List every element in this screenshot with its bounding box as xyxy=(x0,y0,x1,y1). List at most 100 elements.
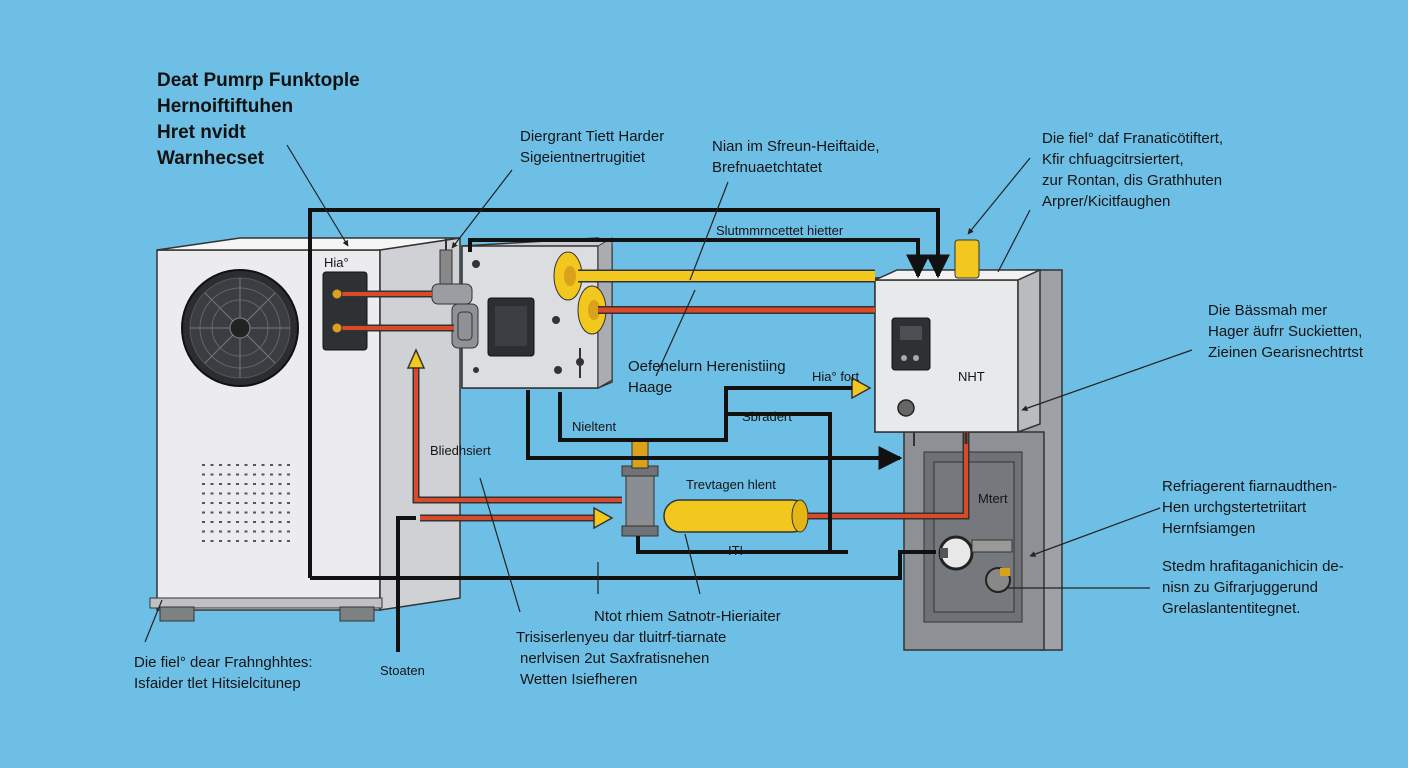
flow-direction-markers xyxy=(406,348,872,530)
label-line: Haage xyxy=(628,379,673,396)
label-top-mid-right: Nian im Sfreun-Heiftaide, Brefnuaetchtat… xyxy=(712,136,880,178)
vent-slot xyxy=(261,473,265,476)
label-line: Refriagerent fiarnaudthen- xyxy=(1162,478,1338,495)
label-indoor-tag: NHT xyxy=(958,369,985,384)
vent-slot xyxy=(253,530,256,533)
vent-slot xyxy=(202,511,205,514)
vent-slot xyxy=(236,511,239,514)
vent-slot xyxy=(261,540,265,542)
vent-slot xyxy=(244,483,248,485)
vent-slot xyxy=(202,502,205,504)
circulation-pump xyxy=(938,535,1013,593)
vent-slot xyxy=(244,521,248,523)
vent-slot xyxy=(261,530,265,533)
vent-slot xyxy=(278,521,282,523)
vent-slot xyxy=(244,540,248,542)
valve-connector xyxy=(439,238,968,446)
vent-slot xyxy=(270,521,273,523)
vent-slot xyxy=(236,540,239,542)
vent-slot xyxy=(270,473,273,476)
vent-slot xyxy=(278,530,282,533)
label-line: Oefenelurn Herenistiing xyxy=(628,358,786,375)
label-line: Trisiserlenyeu dar tluitrf-tiarnate xyxy=(516,629,727,646)
vent-slot xyxy=(210,521,214,523)
vent-slot xyxy=(219,530,222,533)
vent-slot xyxy=(253,492,256,495)
vent-slot xyxy=(287,540,290,542)
vent-slot xyxy=(202,492,205,495)
label-line: Hager äufrr Suckietten, xyxy=(1208,323,1363,340)
compressor-coils xyxy=(553,251,607,335)
vent-slot xyxy=(236,464,239,466)
vent-slot xyxy=(287,492,290,495)
vent-slot xyxy=(210,492,214,495)
vent-slot xyxy=(227,483,231,485)
vent-slot xyxy=(253,464,256,466)
label-bottom-center: Ntot rhiem Satnotr-Hieriaiter Trisiserle… xyxy=(516,606,781,690)
label-line: Isfaider tlet Hitsielcitunep xyxy=(134,675,301,692)
vent-slot xyxy=(210,540,214,542)
vent-slot xyxy=(202,473,205,476)
vent-slot xyxy=(202,521,205,523)
vent-slot xyxy=(278,464,282,466)
vent-slot xyxy=(202,483,205,485)
vent-slot xyxy=(219,502,222,504)
vent-slot xyxy=(227,492,231,495)
vent-slot xyxy=(202,530,205,533)
vent-slot xyxy=(219,511,222,514)
vent-slot xyxy=(270,511,273,514)
diagram-title: Deat Pumrp Funktople Hernoiftiftuhen Hre… xyxy=(157,68,360,172)
filter-dryer xyxy=(621,439,659,537)
vent-slot xyxy=(244,492,248,495)
label-line: Hen urchgstertetriitart xyxy=(1162,499,1307,516)
vent-slot xyxy=(236,473,239,476)
label-pipe-top: Slutmmrncettet hietter xyxy=(716,223,844,238)
vent-slot xyxy=(270,540,273,542)
label-oefenelum: Oefenelurn Herenistiing Haage xyxy=(628,356,786,398)
vent-slot xyxy=(210,530,214,533)
vent-slot xyxy=(219,540,222,542)
label-outdoor-tag: Hia° xyxy=(324,255,349,270)
label-line: Wetten Isiefheren xyxy=(520,671,638,688)
vent-slot xyxy=(270,530,273,533)
vent-slot xyxy=(270,502,273,504)
vent-slot xyxy=(202,464,205,466)
label-line: Die fiel° daf Franaticötiftert, xyxy=(1042,130,1224,147)
label-line: nisn zu Gifrarjuggerund xyxy=(1162,579,1318,596)
vent-slot xyxy=(244,511,248,514)
vent-slot xyxy=(278,483,282,485)
vent-slot xyxy=(227,521,231,523)
indoor-unit xyxy=(874,239,1063,651)
vent-slot xyxy=(219,492,222,495)
vent-slot xyxy=(287,530,290,533)
vent-slot xyxy=(210,511,214,514)
label-bottom-left: Die fiel° dear Frahnghhtes: Isfaider tle… xyxy=(134,652,313,694)
vent-slot xyxy=(261,511,265,514)
title-line-2: Hernoiftiftuhen xyxy=(157,96,294,117)
label-line: zur Rontan, dis Grathhuten xyxy=(1042,172,1223,189)
label-stoaten: Stoaten xyxy=(380,663,425,678)
label-right-bottom: Stedm hrafitaganichicin de- nisn zu Gifr… xyxy=(1162,556,1344,619)
vent-slot xyxy=(244,530,248,533)
vent-slot xyxy=(210,464,214,466)
vent-slot xyxy=(227,530,231,533)
vent-slot xyxy=(236,502,239,504)
label-right-lower: Refriagerent fiarnaudthen- Hen urchgster… xyxy=(1162,476,1337,539)
vent-slot xyxy=(227,540,231,542)
vent-slot xyxy=(210,502,214,504)
vent-grille xyxy=(202,464,290,542)
vent-slot xyxy=(261,521,265,523)
label-line: Diergrant Tiett Harder xyxy=(520,128,665,145)
refrigerant-hot-pipes xyxy=(331,288,970,522)
vent-slot xyxy=(253,511,256,514)
label-line: Hernfsiamgen xyxy=(1162,520,1256,537)
vent-slot xyxy=(219,473,222,476)
label-line: Arprer/Kicitfaughen xyxy=(1042,193,1171,210)
vent-slot xyxy=(227,473,231,476)
vent-slot xyxy=(202,540,205,542)
vent-slot xyxy=(253,540,256,542)
vent-slot xyxy=(287,511,290,514)
vent-slot xyxy=(227,511,231,514)
label-right-mid: Die Bässmah mer Hager äufrr Suckietten, … xyxy=(1208,300,1363,363)
label-top-right: Die fiel° daf Franaticötiftert, Kfir chf… xyxy=(1042,128,1223,212)
